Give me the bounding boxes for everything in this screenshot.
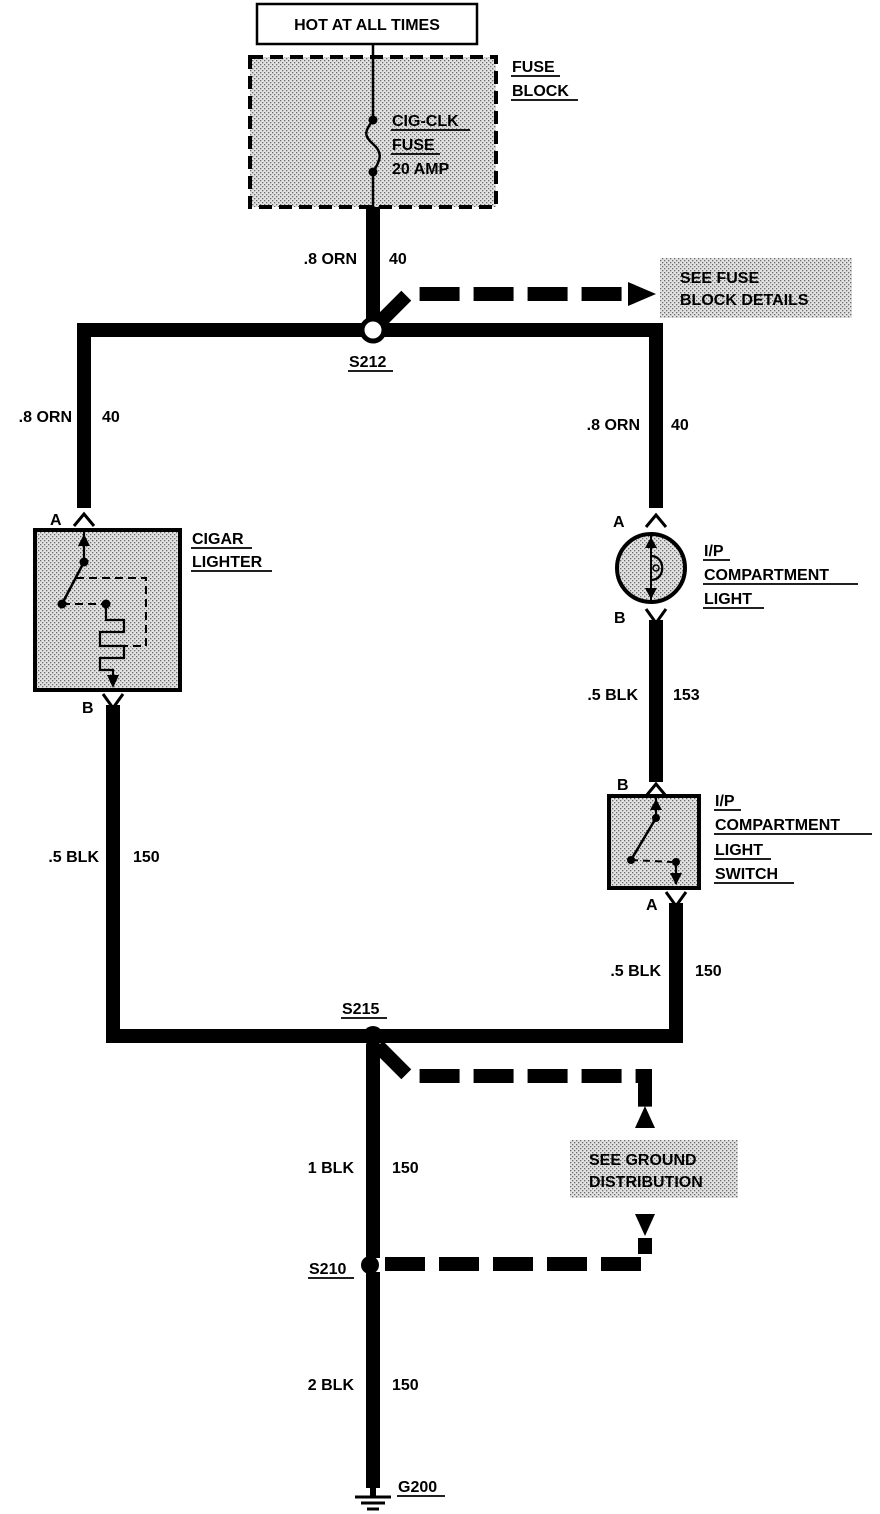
compartment-light-label-line2: COMPARTMENT [704,567,829,584]
fuse-icon [365,119,381,173]
wire-s215-s210-gauge: 1 BLK [308,1160,355,1177]
wire-lighter-ground-gauge: .5 BLK [48,849,99,866]
power-source-box: HOT AT ALL TIMES [255,2,479,46]
wire-left-feed-gauge: .8 ORN [19,409,72,426]
cigar-lighter [33,511,182,711]
ground-dist-arrow-top-icon [635,1106,655,1128]
splice-s212-icon [359,316,387,344]
splice-s210-icon [361,1256,379,1274]
power-source-label: HOT AT ALL TIMES [294,17,440,34]
cigar-lighter-label-line1: CIGAR [192,531,244,548]
ground-dist-line2: DISTRIBUTION [589,1174,703,1191]
switch-pin-a: A [646,897,658,914]
wire-s215-s210-circuit: 150 [392,1160,419,1177]
light-pin-b: B [614,610,626,627]
fuse-block: CIG-CLK FUSE 20 AMP [248,44,498,209]
wire-switch-ground-circuit: 150 [695,963,722,980]
circuit-wires [77,207,683,1488]
lighter-pin-a: A [50,512,62,529]
switch-pin-b: B [617,777,629,794]
compartment-switch-label-line4: SWITCH [715,866,778,883]
light-pin-a: A [613,514,625,531]
wire-light-to-switch-gauge: .5 BLK [587,687,638,704]
fuse-block-title-line2: BLOCK [512,83,569,100]
fuse-name-line2: FUSE [392,137,435,154]
splice-s215-label: S215 [342,1001,379,1018]
wire-feed-gauge: .8 ORN [304,251,357,268]
ground-g200-label: G200 [398,1479,437,1496]
ground-g200-icon [355,1488,391,1511]
splice-s212-label: S212 [349,354,386,371]
compartment-switch-label-line3: LIGHT [715,842,763,859]
wire-left-feed-circuit: 40 [102,409,120,426]
ground-dist-arrow-bottom-icon [635,1214,655,1236]
compartment-switch-label-line1: I/P [715,793,735,810]
wire-s210-g200-circuit: 150 [392,1377,419,1394]
compartment-light-label-line1: I/P [704,543,724,560]
fuse-name-line1: CIG-CLK [392,113,459,130]
compartment-switch-label-line2: COMPARTMENT [715,817,840,834]
wire-lighter-ground-circuit: 150 [133,849,160,866]
wire-s210-g200-gauge: 2 BLK [308,1377,355,1394]
fuse-details-line2: BLOCK DETAILS [680,292,809,309]
fuse-details-reference: SEE FUSE BLOCK DETAILS [660,258,852,318]
lighter-pin-b: B [82,700,94,717]
wire-light-to-switch-circuit: 153 [673,687,700,704]
heating-element-icon [98,604,126,686]
compartment-light-switch [607,781,701,909]
wire-right-feed-gauge: .8 ORN [587,417,640,434]
wire-switch-ground-gauge: .5 BLK [610,963,661,980]
splice-s215-icon [363,1026,383,1046]
compartment-light-label-line3: LIGHT [704,591,752,608]
ground-dist-line1: SEE GROUND [589,1152,697,1169]
compartment-light [615,512,687,626]
wire-right-feed-circuit: 40 [671,417,689,434]
arrow-to-fuse-details-icon [628,282,656,306]
fuse-rating: 20 AMP [392,161,450,178]
wire-feed-circuit: 40 [389,251,407,268]
fuse-block-title-line1: FUSE [512,59,555,76]
fuse-details-line1: SEE FUSE [680,270,759,287]
lighter-switch-icon [60,561,86,605]
ground-distribution-reference: SEE GROUND DISTRIBUTION [570,1140,738,1198]
cigar-lighter-label-line2: LIGHTER [192,554,263,571]
switch-contact-icon [629,817,658,861]
reference-lines [373,287,652,1271]
splice-s210-label: S210 [309,1261,346,1278]
